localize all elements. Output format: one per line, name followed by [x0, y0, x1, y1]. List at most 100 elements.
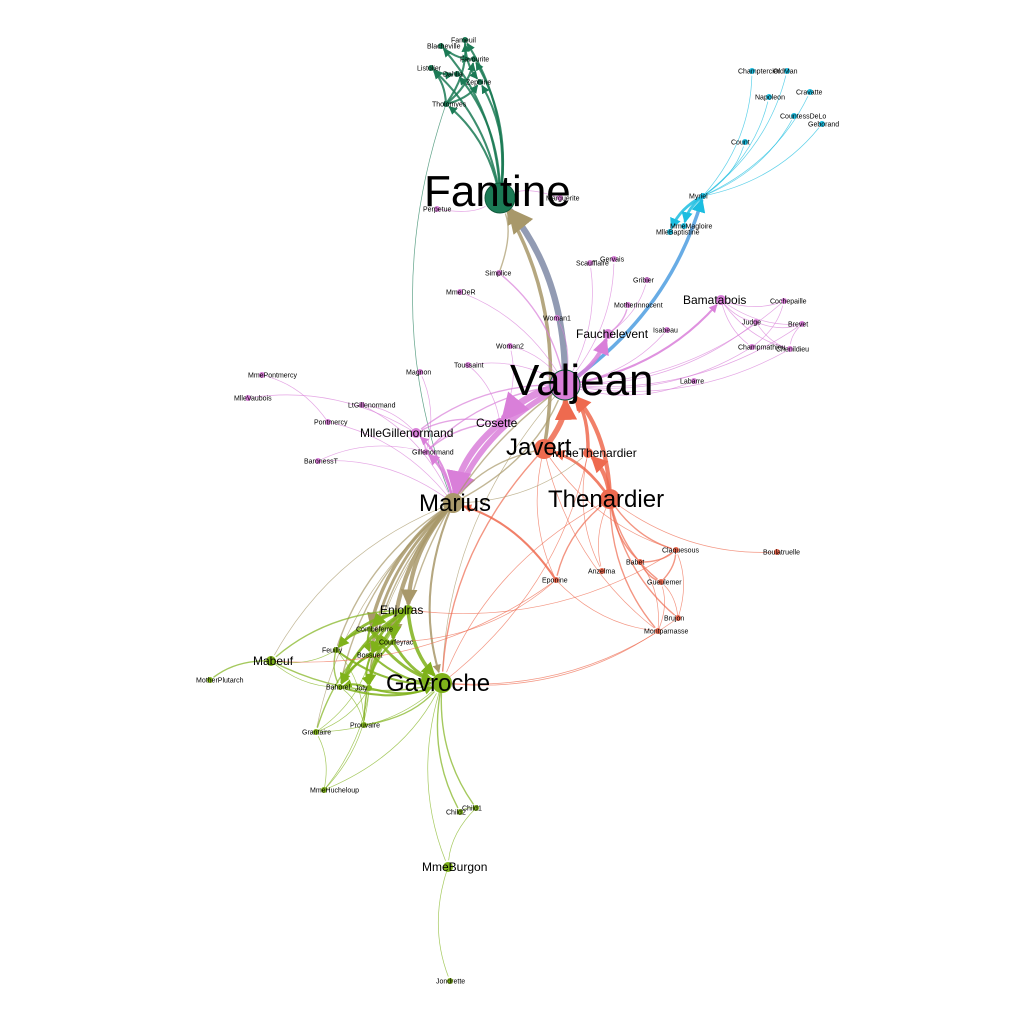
node-bamatabois[interactable]	[716, 295, 726, 305]
node-child1[interactable]	[473, 805, 479, 811]
node-fantine[interactable]	[484, 182, 516, 214]
node-myriel[interactable]	[700, 193, 706, 199]
node-label-geborand: Geborand	[808, 122, 839, 129]
node-cravatte[interactable]	[807, 89, 813, 95]
node-mmeder[interactable]	[457, 289, 463, 295]
node-courfeyrac[interactable]	[390, 639, 396, 645]
node-magnon[interactable]	[417, 369, 423, 375]
node-blacheville[interactable]	[438, 43, 444, 49]
node-mllegillenormand[interactable]	[411, 428, 421, 438]
node-tholomyes[interactable]	[443, 101, 449, 107]
node-gavroche[interactable]	[432, 673, 452, 693]
node-feuilly[interactable]	[333, 647, 339, 653]
node-marius[interactable]	[443, 493, 463, 513]
node-label-blacheville: Blacheville	[427, 44, 461, 51]
node-brujon[interactable]	[675, 615, 681, 621]
node-champmathieu[interactable]	[749, 344, 755, 350]
node-oldman[interactable]	[784, 68, 790, 74]
node-perpetue[interactable]	[434, 206, 440, 212]
node-scaufflaire[interactable]	[587, 260, 593, 266]
node-valjean[interactable]	[549, 369, 581, 401]
node-label-javert: Javert	[506, 434, 572, 461]
node-mmemagloire[interactable]	[681, 223, 687, 229]
node-gillenormand[interactable]	[423, 449, 429, 455]
node-marguerite[interactable]	[557, 195, 563, 201]
node-gervais[interactable]	[611, 256, 617, 262]
edge-gillenormand-magnon	[421, 376, 432, 453]
node-mmethenardier[interactable]	[583, 448, 593, 458]
node-mmehucheloup[interactable]	[321, 787, 327, 793]
node-napoleon[interactable]	[766, 94, 772, 100]
node-label-gervais: Gervais	[600, 257, 625, 264]
node-label-marguerite: Marguerite	[546, 196, 580, 203]
node-combeferre[interactable]	[367, 626, 373, 632]
node-mllebaptistine[interactable]	[667, 229, 673, 235]
node-babet[interactable]	[637, 559, 643, 565]
node-isabeau[interactable]	[664, 327, 670, 333]
node-listolier[interactable]	[428, 65, 434, 71]
edge-thenardier-boulatruelle	[609, 498, 773, 553]
node-motherplutarch[interactable]	[207, 677, 213, 683]
node-mllevaubois[interactable]	[245, 395, 251, 401]
node-label-perpetue: Perpetue	[423, 207, 452, 214]
node-mmeburgon[interactable]	[443, 862, 453, 872]
node-bossuet[interactable]	[368, 652, 374, 658]
node-label-motherplutarch: MotherPlutarch	[196, 678, 244, 685]
node-label-pontmercy: Pontmercy	[314, 420, 348, 427]
node-fauchelevent[interactable]	[603, 329, 613, 339]
node-boulatruelle[interactable]	[774, 549, 780, 555]
node-cochepaille[interactable]	[781, 298, 787, 304]
node-label-feuilly: Feuilly	[322, 648, 343, 655]
node-champtercier[interactable]	[749, 68, 755, 74]
node-favourite[interactable]	[471, 56, 477, 62]
node-anzelma[interactable]	[599, 568, 605, 574]
node-enjolras[interactable]	[403, 605, 413, 615]
node-label-scaufflaire: Scaufflaire	[576, 261, 609, 268]
node-countessdelo[interactable]	[791, 113, 797, 119]
node-joly[interactable]	[366, 685, 372, 691]
node-baronesst[interactable]	[315, 458, 321, 464]
edge-cosette-gillenormand	[429, 422, 501, 450]
edge-cosette-mllegillenormand	[421, 418, 501, 431]
edge-mmethenardier-valjean	[573, 396, 590, 455]
node-mmepontmercy[interactable]	[259, 372, 265, 378]
node-label-labarre: Labarre	[680, 379, 704, 386]
node-jondrette[interactable]	[447, 978, 453, 984]
node-labarre[interactable]	[691, 378, 697, 384]
node-simplice[interactable]	[496, 270, 502, 276]
node-mabeuf[interactable]	[266, 656, 276, 666]
edge-marius-gavroche	[428, 501, 455, 674]
node-chenildieu[interactable]	[787, 346, 793, 352]
node-toussaint[interactable]	[465, 362, 471, 368]
node-pontmercy[interactable]	[325, 419, 331, 425]
node-count[interactable]	[742, 139, 748, 145]
node-zephine[interactable]	[477, 79, 483, 85]
node-woman1[interactable]	[554, 315, 560, 321]
edge-montparnasse-gueulemer	[657, 586, 665, 632]
edge-pontmercy-mmepontmercy	[266, 375, 329, 423]
node-gueulemer[interactable]	[658, 579, 664, 585]
node-montparnasse[interactable]	[655, 628, 661, 634]
node-grantaire[interactable]	[313, 729, 319, 735]
node-label-zephine: Zephine	[466, 80, 491, 87]
node-gribier[interactable]	[644, 277, 650, 283]
node-eponine[interactable]	[553, 577, 559, 583]
node-dahlia[interactable]	[454, 71, 460, 77]
node-geborand[interactable]	[819, 121, 825, 127]
node-label-count: Count	[731, 140, 750, 147]
node-woman2[interactable]	[507, 343, 513, 349]
node-bahorel[interactable]	[337, 684, 343, 690]
node-motherinnocent[interactable]	[625, 302, 631, 308]
node-ltgillenormand[interactable]	[359, 402, 365, 408]
node-brevet[interactable]	[799, 321, 805, 327]
node-child2[interactable]	[457, 809, 463, 815]
node-judge[interactable]	[753, 319, 759, 325]
node-fameuil[interactable]	[462, 37, 468, 43]
edge-prouvaire-bahorel	[343, 689, 365, 726]
node-prouvaire[interactable]	[361, 722, 367, 728]
node-label-prouvaire: Prouvaire	[350, 723, 380, 730]
node-claquesous[interactable]	[673, 547, 679, 553]
node-thenardier[interactable]	[600, 489, 620, 509]
node-cosette[interactable]	[495, 418, 505, 428]
node-javert[interactable]	[534, 439, 554, 459]
